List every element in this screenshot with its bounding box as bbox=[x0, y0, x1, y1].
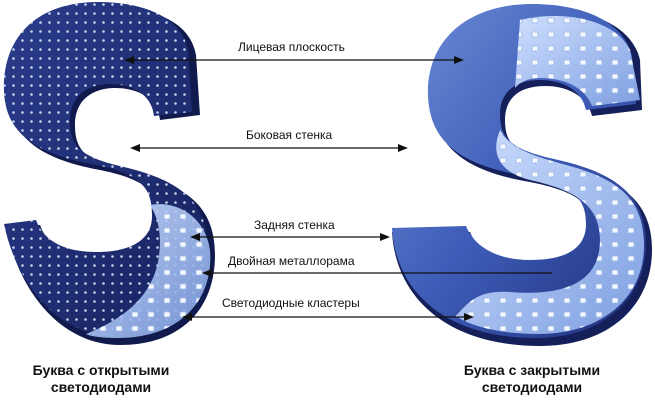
letter-closed-leds bbox=[392, 4, 652, 346]
arrows bbox=[124, 56, 552, 321]
label-frame: Двойная металлорама bbox=[226, 254, 357, 268]
arrow-frame bbox=[202, 269, 552, 277]
left-led-pattern bbox=[3, 2, 208, 336]
caption-closed: Буква с закрытыми светодиодами bbox=[432, 362, 632, 396]
label-face: Лицевая плоскость bbox=[236, 40, 347, 54]
arrow-clusters bbox=[182, 313, 474, 321]
caption-open-line1: Буква с открытыми bbox=[32, 362, 170, 378]
arrow-back bbox=[190, 233, 390, 241]
arrow-side bbox=[130, 144, 408, 152]
letter-open-leds bbox=[3, 2, 215, 345]
caption-closed-line1: Буква с закрытыми bbox=[463, 362, 601, 378]
caption-open-line2: светодиодами bbox=[50, 379, 152, 395]
right-lower-clusters bbox=[456, 130, 644, 334]
right-top-clusters bbox=[515, 15, 640, 106]
left-inner-clusters bbox=[86, 204, 211, 338]
caption-open: Буква с открытыми светодиодами bbox=[6, 362, 196, 396]
caption-closed-line2: светодиодами bbox=[481, 379, 583, 395]
label-clusters: Светодиодные кластеры bbox=[220, 296, 362, 310]
label-side: Боковая стенка bbox=[244, 128, 335, 142]
label-back: Задняя стенка bbox=[252, 218, 337, 232]
arrow-face bbox=[124, 56, 464, 64]
